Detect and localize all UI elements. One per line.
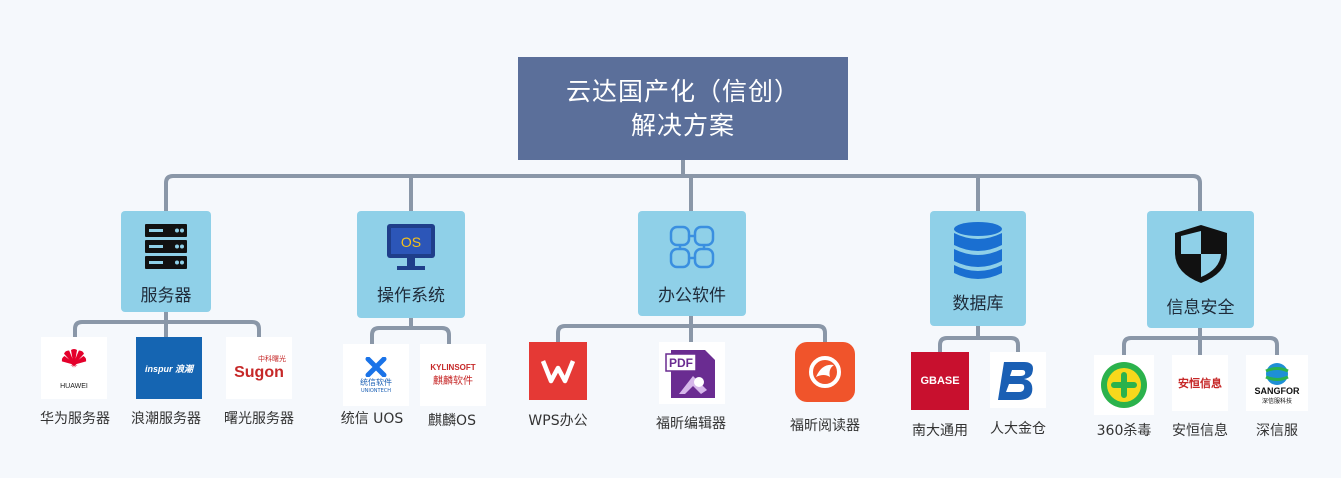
sugon-logo-cn: 中科曙光 <box>258 355 286 363</box>
sangfor-mark <box>1265 362 1289 385</box>
kylin-logo: KYLINSOFT 麒麟软件 <box>420 344 486 406</box>
category-server: 服务器 <box>121 211 211 312</box>
wps-logo <box>529 342 587 400</box>
sangfor-logo-cn: 深信服科技 <box>1261 397 1292 405</box>
leaf-label-sangfor: 深信服 <box>1256 423 1298 439</box>
root-node: 云达国产化（信创） 解决方案 <box>518 57 848 160</box>
shield-icon <box>1173 221 1229 287</box>
huawei-logo-text: HUAWEI <box>60 383 88 390</box>
foxit-pdf-logo: PDF <box>659 342 725 404</box>
dbappsecurity-logo-text: 安恒信息 <box>1178 377 1222 390</box>
leaf-label-foxit-reader: 福昕阅读器 <box>790 418 860 434</box>
category-label: 操作系统 <box>377 286 445 306</box>
uniontech-mark <box>365 356 387 377</box>
inspur-logo-text: inspur 浪潮 <box>144 363 193 374</box>
kylin-logo-cn: 麒麟软件 <box>433 376 473 387</box>
leaf-label-kingbase: 人大金仓 <box>990 421 1046 437</box>
uniontech-logo: 统信软件 UNIONTECH <box>343 344 409 406</box>
sangfor-logo: SANGFOR 深信服科技 <box>1246 355 1308 411</box>
dbappsecurity-logo: 安恒信息 <box>1172 355 1228 411</box>
kylin-logo-en: KYLINSOFT <box>430 363 476 372</box>
leaf-label-foxit-editor: 福昕编辑器 <box>656 416 726 432</box>
gbase-logo-text: GBASE <box>920 375 960 387</box>
os-icon-text: OS <box>401 234 421 250</box>
foxit-reader-logo <box>795 342 855 402</box>
leaf-label-wps: WPS办公 <box>528 413 588 429</box>
kingbase-logo <box>990 352 1046 408</box>
huawei-logo: HUAWEI <box>41 337 107 399</box>
category-label: 信息安全 <box>1166 298 1235 318</box>
server-icon <box>144 219 188 275</box>
inspur-logo: inspur 浪潮 <box>136 337 202 399</box>
category-os: OS 操作系统 <box>357 211 465 318</box>
360-logo <box>1094 355 1154 415</box>
foxit-pdf-logo-text: PDF <box>669 356 693 370</box>
category-label: 数据库 <box>952 294 1004 314</box>
monitor-os-icon: OS <box>385 219 437 275</box>
gbase-logo: GBASE <box>911 352 969 410</box>
category-office: 办公软件 <box>638 211 746 316</box>
category-label: 办公软件 <box>658 286 726 306</box>
uniontech-logo-en: UNIONTECH <box>360 387 391 394</box>
leaf-label-dbappsecurity: 安恒信息 <box>1172 423 1228 439</box>
office-app-icon <box>667 219 717 275</box>
category-security: 信息安全 <box>1147 211 1254 328</box>
leaf-label-inspur: 浪潮服务器 <box>131 411 201 427</box>
leaf-label-kylin: 麒麟OS <box>428 413 476 429</box>
leaf-label-sugon: 曙光服务器 <box>224 411 294 427</box>
leaf-label-gbase: 南大通用 <box>912 423 968 439</box>
sugon-logo-text: Sugon <box>234 364 284 381</box>
sugon-logo: 中科曙光 Sugon <box>226 337 292 399</box>
category-database: 数据库 <box>930 211 1026 326</box>
sangfor-logo-en: SANGFOR <box>1254 385 1300 396</box>
root-title-line2: 解决方案 <box>630 110 735 140</box>
category-label: 服务器 <box>140 286 192 306</box>
root-title-line1: 云达国产化（信创） <box>565 76 800 106</box>
leaf-label-huawei: 华为服务器 <box>40 411 110 427</box>
database-icon <box>952 219 1004 283</box>
uniontech-logo-cn: 统信软件 <box>360 377 392 387</box>
leaf-label-uniontech: 统信 UOS <box>340 411 404 427</box>
leaf-label-360: 360杀毒 <box>1096 423 1152 439</box>
